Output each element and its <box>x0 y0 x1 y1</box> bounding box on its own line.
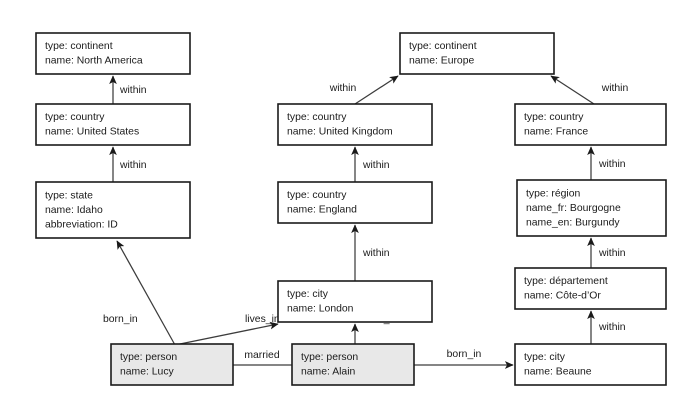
europe-node[interactable]: type: continent name: Europe <box>399 32 555 75</box>
edge-label-lucy-born-in-idaho: born_in <box>103 314 138 325</box>
edge-us-within-na: within <box>109 75 147 104</box>
north-america-node-line-1: name: North America <box>45 56 143 67</box>
edge-label-idaho-within-us: within <box>119 160 147 171</box>
england-node-box <box>277 181 433 224</box>
lucy-person-node-box <box>110 343 234 386</box>
beaune-node-line-1: name: Beaune <box>524 367 592 378</box>
bourgogne-region-node-line-2: name_en: Burgundy <box>526 217 620 228</box>
united-kingdom-node[interactable]: type: country name: United Kingdom <box>277 103 433 146</box>
england-node-line-0: type: country <box>287 190 347 201</box>
bourgogne-region-node-box <box>516 179 667 237</box>
edge-label-beaune-within-cote-dor: within <box>598 322 626 333</box>
london-node-box <box>277 280 433 323</box>
london-node[interactable]: type: city name: London <box>277 280 433 323</box>
edge-lucy-born-in-idaho: born_in <box>103 240 176 346</box>
edge-label-cote-dor-within-bourgogne: within <box>598 248 626 259</box>
cote-dor-departement-node-box <box>514 267 667 310</box>
beaune-node[interactable]: type: city name: Beaune <box>514 343 667 386</box>
edge-label-alain-born-in-beaune: born_in <box>447 349 482 360</box>
france-node-box <box>514 103 667 146</box>
united-kingdom-node-box <box>277 103 433 146</box>
edge-idaho-within-us: within <box>109 146 147 182</box>
edge-line-france-within-europe <box>550 75 595 105</box>
united-states-node-line-0: type: country <box>45 112 105 123</box>
north-america-node-box <box>35 32 191 75</box>
cote-dor-departement-node[interactable]: type: département name: Côte-d’Or <box>514 267 667 310</box>
united-states-node-box <box>35 103 191 146</box>
edge-lucy-married-alain: married <box>233 350 292 366</box>
edge-beaune-within-cote-dor: within <box>587 310 626 344</box>
bourgogne-region-node[interactable]: type: région name_fr: Bourgogne name_en: B… <box>516 179 667 237</box>
alain-person-node-line-0: type: person <box>301 352 358 363</box>
england-node-line-1: name: England <box>287 205 357 216</box>
edge-label-england-within-uk: within <box>362 160 390 171</box>
europe-node-line-0: type: continent <box>409 41 477 52</box>
edge-uk-within-europe: within <box>329 75 399 105</box>
lucy-person-node[interactable]: type: person name: Lucy <box>110 343 234 386</box>
alain-person-node[interactable]: type: person name: Alain <box>291 343 415 386</box>
edge-lucy-lives-in-london: lives_in <box>174 314 280 346</box>
bourgogne-region-node-line-0: type: région <box>526 188 581 199</box>
edge-france-within-europe: within <box>550 75 629 105</box>
north-america-node[interactable]: type: continent name: North America <box>35 32 191 75</box>
edge-label-france-within-europe: within <box>601 83 629 94</box>
idaho-node-line-2: abbreviation: ID <box>45 219 118 230</box>
alain-person-node-line-1: name: Alain <box>301 367 356 378</box>
united-states-node[interactable]: type: country name: United States <box>35 103 191 146</box>
france-node-line-0: type: country <box>524 112 584 123</box>
idaho-node-line-1: name: Idaho <box>45 205 103 216</box>
north-america-node-line-0: type: continent <box>45 41 113 52</box>
edge-line-uk-within-europe <box>354 75 399 105</box>
edge-cote-dor-within-bourgogne: within <box>587 237 626 268</box>
bourgogne-region-node-line-1: name_fr: Bourgogne <box>526 203 621 214</box>
united-kingdom-node-line-1: name: United Kingdom <box>287 127 393 138</box>
lucy-person-node-line-1: name: Lucy <box>120 367 175 378</box>
idaho-node-line-0: type: state <box>45 190 93 201</box>
edge-alain-born-in-beaune: born_in <box>414 349 514 369</box>
beaune-node-line-0: type: city <box>524 352 566 363</box>
london-node-line-1: name: London <box>287 304 354 315</box>
edge-label-london-within-england: within <box>362 248 390 259</box>
london-node-line-0: type: city <box>287 289 329 300</box>
edge-london-within-england: within <box>351 224 390 281</box>
lucy-person-node-line-0: type: person <box>120 352 177 363</box>
edge-label-lucy-married-alain: married <box>244 350 279 361</box>
edge-england-within-uk: within <box>351 146 390 182</box>
europe-node-box <box>399 32 555 75</box>
cote-dor-departement-node-line-1: name: Côte-d’Or <box>524 291 601 302</box>
united-kingdom-node-line-0: type: country <box>287 112 347 123</box>
beaune-node-box <box>514 343 667 386</box>
idaho-node[interactable]: type: state name: Idaho abbreviation: ID <box>35 181 191 239</box>
united-states-node-line-1: name: United States <box>45 127 139 138</box>
cote-dor-departement-node-line-0: type: département <box>524 276 608 287</box>
edge-bourgogne-within-france: within <box>587 146 626 180</box>
edges-layer: within within within within within within with… <box>103 75 629 369</box>
france-node-line-1: name: France <box>524 127 588 138</box>
edge-line-lucy-born-in-idaho <box>116 240 176 346</box>
edge-line-lucy-lives-in-london <box>174 321 279 346</box>
england-node[interactable]: type: country name: England <box>277 181 433 224</box>
edge-label-bourgogne-within-france: within <box>598 159 626 170</box>
edge-label-lucy-lives-in-london: lives_in <box>245 314 280 325</box>
edge-label-uk-within-europe: within <box>329 83 357 94</box>
europe-node-line-1: name: Europe <box>409 56 474 67</box>
idaho-node-box <box>35 181 191 239</box>
alain-person-node-box <box>291 343 415 386</box>
edge-label-us-within-na: within <box>119 85 147 96</box>
france-node[interactable]: type: country name: France <box>514 103 667 146</box>
